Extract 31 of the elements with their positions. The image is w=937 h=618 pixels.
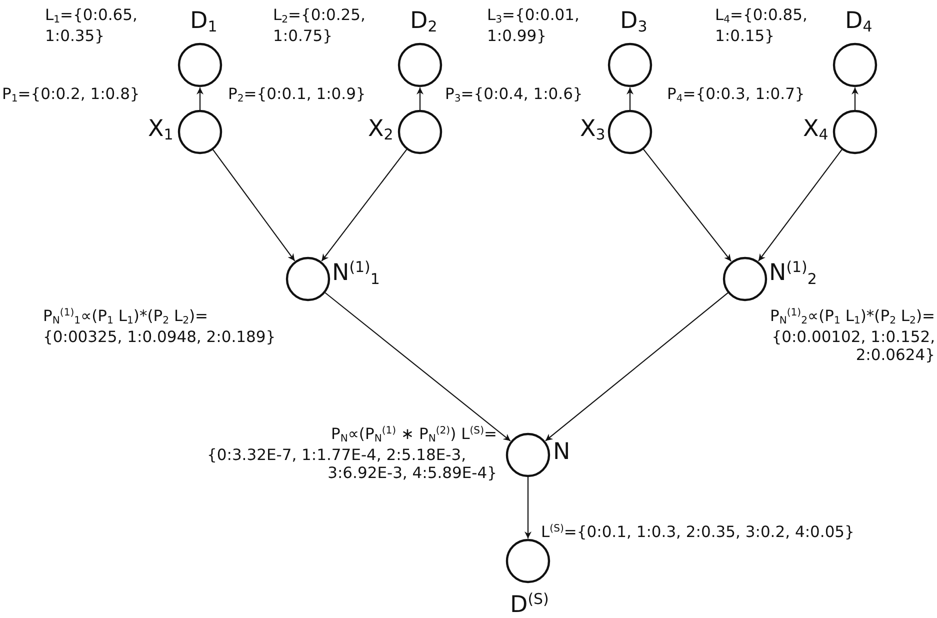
formula-text: P$_{3}$={0:0.4, 1:0.6} — [445, 85, 583, 106]
node-label: X$_{3}$ — [580, 118, 606, 143]
formula-text: L$_{3}$={0:0.01, 1:0.99} — [487, 6, 580, 46]
formula-text: P$_{4}$={0:0.3, 1:0.7} — [667, 85, 805, 106]
node-label: D$_{2}$ — [410, 10, 438, 35]
formula-text: P$_{N}$∝(P$_{N}$$^{(1)}$ ∗ P$_{N}$$^{(2)}$) L$^{(S)}$= {0:3.32E-7, 1:1.77E-4, 2:5.18E-3, 3:6.92E-3, 4:5.89E-4} — [207, 425, 497, 483]
arrow — [642, 148, 732, 262]
formula-text: L$_{4}$={0:0.85, 1:0.15} — [715, 6, 808, 46]
formula-text: L$_{1}$={0:0.65, 1:0.35} — [45, 6, 138, 46]
arrow — [416, 88, 424, 111]
arrow — [545, 292, 730, 442]
node-label: N — [553, 441, 570, 464]
node-label: X$_{4}$ — [803, 118, 828, 143]
arrow — [196, 88, 204, 111]
node-label: X$_{1}$ — [148, 118, 174, 143]
formula-text: L$^{(S)}$={0:0.1, 1:0.3, 2:0.35, 3:0.2, 4:0.05} — [541, 523, 856, 542]
formula-text: L$_{2}$={0:0.25, 1:0.75} — [273, 6, 366, 46]
arrow — [324, 292, 511, 442]
arrow — [852, 88, 858, 111]
formula-text: P$_{1}$={0:0.2, 1:0.8} — [2, 85, 140, 106]
arrow — [524, 476, 532, 538]
arrow — [212, 148, 296, 262]
node-label: D$_{1}$ — [190, 10, 218, 35]
node-label: D$_{4}$ — [845, 10, 872, 35]
arrow — [626, 88, 634, 111]
arrow — [758, 148, 843, 262]
arrow — [321, 148, 408, 262]
node-label: D$^{(S)}$ — [510, 592, 549, 618]
node-label: X$_{2}$ — [368, 118, 394, 143]
node-label: D$_{3}$ — [620, 10, 648, 35]
formula-text: P$_{2}$={0:0.1, 1:0.9} — [228, 85, 366, 106]
